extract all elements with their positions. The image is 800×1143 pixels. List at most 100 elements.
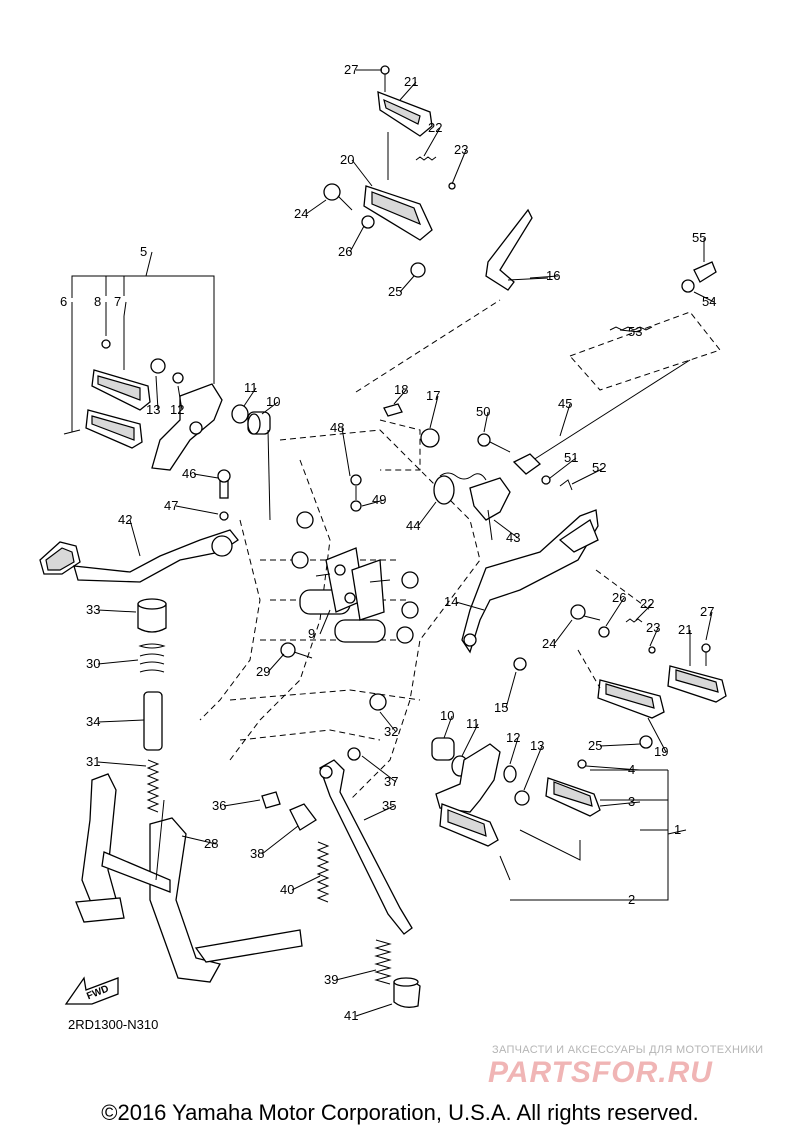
callout-43: 43 — [506, 530, 520, 545]
callout-28: 28 — [204, 836, 218, 851]
callout-leader — [635, 603, 653, 621]
callout-1: 1 — [674, 822, 681, 837]
callout-14: 14 — [444, 594, 458, 609]
callout-6: 6 — [60, 294, 67, 309]
callout-leader — [319, 609, 331, 635]
callout-leader — [647, 717, 667, 753]
callout-27: 27 — [700, 604, 714, 619]
callout-40: 40 — [280, 882, 294, 897]
callout-leader — [619, 329, 641, 333]
bolts-center — [280, 642, 387, 711]
callout-leader — [181, 835, 217, 845]
passenger-bracket — [461, 509, 651, 671]
callout-20: 20 — [340, 152, 354, 167]
callout-leader — [349, 225, 365, 253]
callout-42: 42 — [118, 512, 132, 527]
callout-leader — [455, 601, 485, 611]
callout-leader — [361, 499, 385, 507]
callout-26: 26 — [612, 590, 626, 605]
callout-leader — [705, 611, 713, 641]
callout-leader — [97, 719, 145, 723]
callout-22: 22 — [428, 120, 442, 135]
watermark-brand: PARTSFOR.RU — [488, 1056, 713, 1089]
callout-12: 12 — [506, 730, 520, 745]
copyright-footer: ©2016 Yamaha Motor Corporation, U.S.A. A… — [101, 1100, 699, 1125]
callout-34: 34 — [86, 714, 100, 729]
center-stand — [75, 773, 303, 983]
callout-leader — [129, 519, 141, 557]
callout-leader — [667, 829, 687, 835]
callout-21: 21 — [678, 622, 692, 637]
callout-13: 13 — [530, 738, 544, 753]
callout-leader — [399, 275, 415, 293]
callout-leader — [549, 457, 577, 479]
sidestand-springs-left — [137, 598, 167, 813]
callout-leader — [461, 723, 479, 757]
callout-22: 22 — [640, 596, 654, 611]
callout-54: 54 — [702, 294, 716, 309]
side-stand — [261, 747, 421, 1008]
callout-leader — [335, 969, 377, 981]
callout-leader — [585, 765, 641, 771]
callout-leader — [291, 875, 321, 891]
callout-24: 24 — [542, 636, 556, 651]
callout-48: 48 — [330, 420, 344, 435]
fwd-arrow — [64, 976, 119, 1005]
watermark-shop-text: ЗАПЧАСТИ И АКСЕССУАРЫ ДЛЯ МОТОТЕХНИКИ — [492, 1044, 764, 1056]
callout-47: 47 — [164, 498, 178, 513]
callout-7: 7 — [114, 294, 121, 309]
callout-29: 29 — [256, 664, 270, 679]
callout-13: 13 — [146, 402, 160, 417]
callout-50: 50 — [476, 404, 490, 419]
mount-plate — [315, 547, 391, 621]
callout-27: 27 — [344, 62, 358, 77]
callout-45: 45 — [558, 396, 572, 411]
bracket-18-17 — [355, 299, 501, 471]
callout-leader — [505, 671, 517, 709]
callout-leader — [649, 627, 659, 647]
callout-39: 39 — [324, 972, 338, 987]
callout-15: 15 — [494, 700, 508, 715]
callout-leader — [693, 291, 715, 303]
callout-3: 3 — [628, 794, 635, 809]
callout-leader — [351, 159, 373, 187]
callout-leader — [483, 411, 489, 433]
passenger-footrest-right — [570, 604, 727, 749]
callout-9: 9 — [308, 626, 315, 641]
callout-leader — [493, 519, 519, 539]
frame-outline — [199, 429, 481, 801]
drawing-code: 2RD1300-N310 — [68, 1017, 159, 1032]
callout-leader — [599, 801, 641, 807]
callout-10: 10 — [266, 394, 280, 409]
callout-leader — [423, 127, 441, 157]
callout-leader — [341, 427, 351, 477]
callout-leader — [97, 609, 137, 613]
callout-46: 46 — [182, 466, 196, 481]
brake-rod-upper — [569, 261, 721, 391]
callout-leader — [97, 761, 147, 767]
callout-33: 33 — [86, 602, 100, 617]
callout-23: 23 — [646, 620, 660, 635]
callout-leader — [529, 275, 559, 279]
callout-17: 17 — [426, 388, 440, 403]
callout-leader — [261, 401, 279, 415]
callout-18: 18 — [394, 382, 408, 397]
callout-leader — [379, 711, 397, 733]
callout-leader — [571, 467, 605, 485]
callout-8: 8 — [94, 294, 101, 309]
callout-leader — [605, 597, 625, 627]
callout-49: 49 — [372, 492, 386, 507]
brake-linkage — [350, 359, 691, 541]
rider-footrest-upper — [323, 65, 549, 291]
callout-41: 41 — [344, 1008, 358, 1023]
callout-37: 37 — [384, 774, 398, 789]
callout-leader — [145, 251, 153, 277]
callout-12: 12 — [170, 402, 184, 417]
callout-leader — [305, 199, 327, 215]
callout-38: 38 — [250, 846, 264, 861]
callout-23: 23 — [454, 142, 468, 157]
callout-leader — [599, 743, 641, 747]
